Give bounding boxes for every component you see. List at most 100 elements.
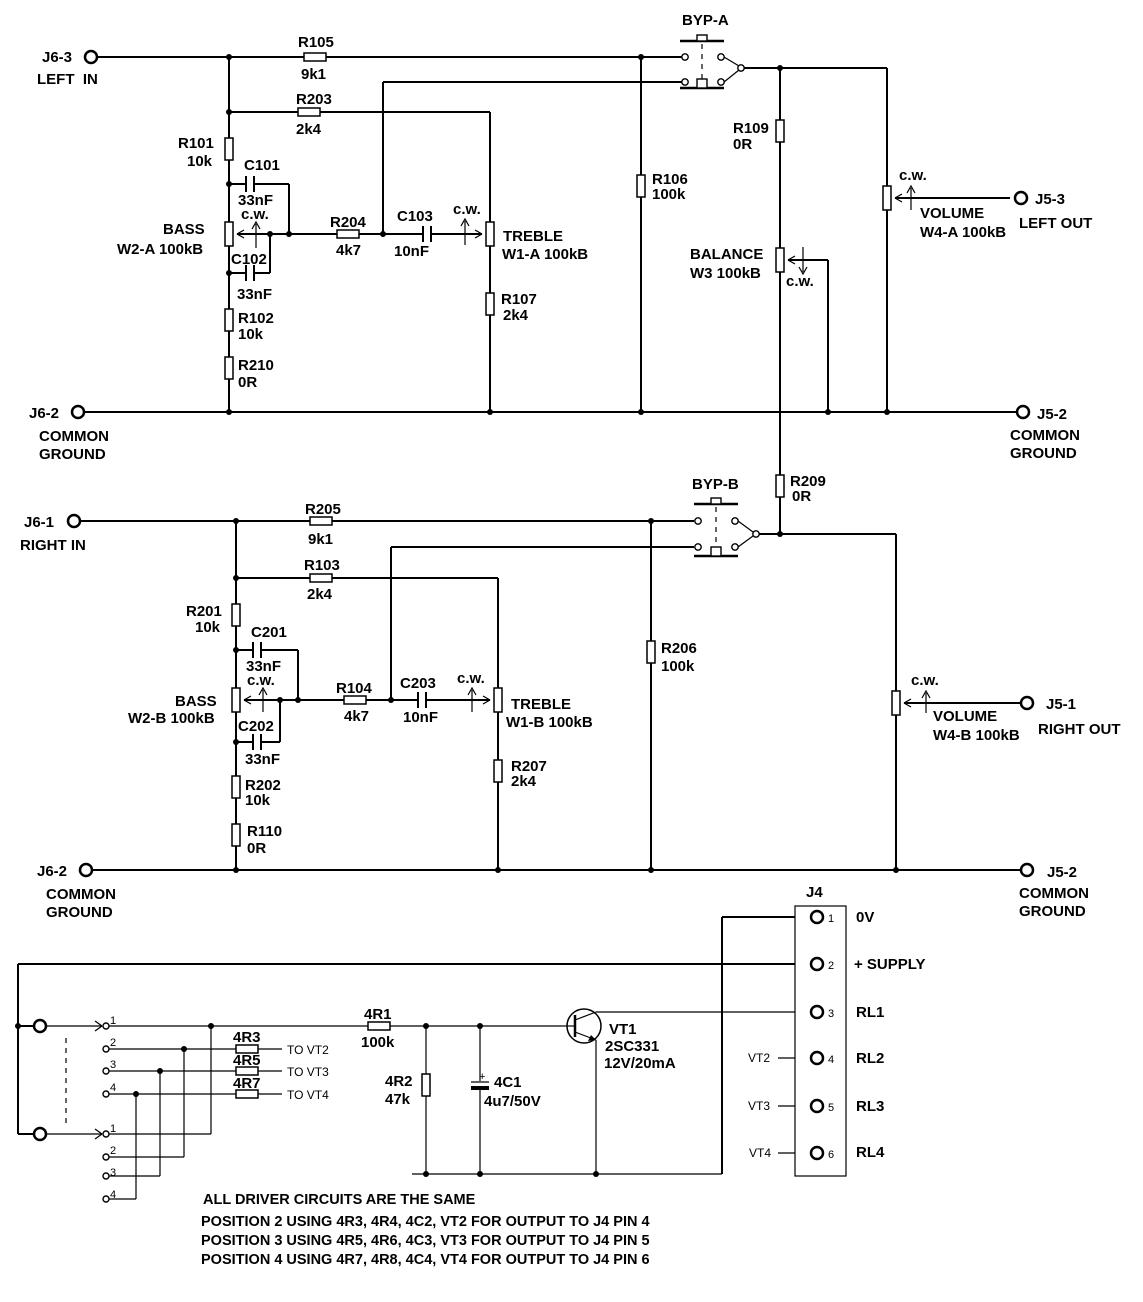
r4r5-ref: 4R5: [233, 1052, 261, 1069]
bass-a-pot-body: [224, 221, 234, 247]
j4-connector-body: [794, 905, 847, 1177]
r205-body: [309, 516, 333, 526]
j4-pin-label: + SUPPLY: [854, 956, 926, 973]
bass-b-pot-body: [231, 687, 241, 713]
treble-b-pot-body: [493, 687, 503, 713]
r4r5-body: [235, 1066, 259, 1076]
r104-value: 4k7: [344, 708, 369, 725]
j4-pin-label: RL2: [856, 1050, 884, 1067]
j6-2-top-line1: COMMON: [39, 428, 109, 445]
treble-b-ref: TREBLE: [511, 696, 571, 713]
r203-body: [297, 107, 321, 117]
r4r1-value: 100k: [361, 1034, 395, 1051]
r210-body: [224, 356, 234, 380]
j4-pin-num: 2: [828, 960, 834, 972]
r106-body: [636, 174, 646, 198]
r104-ref: R104: [336, 680, 373, 697]
r110-body: [231, 823, 241, 847]
j6-2-bot-line2: GROUND: [46, 904, 113, 921]
r209-value: 0R: [792, 488, 811, 505]
bass-a-ref: BASS: [163, 221, 205, 238]
j4-labels: J4 1 2 3 4 5 6 0V + SUPPLY RL1 RL2 RL3 R…: [748, 884, 926, 1161]
volume-a-value: W4-A 100kB: [920, 224, 1006, 241]
r4r2-ref: 4R2: [385, 1073, 413, 1090]
j5-3-name: LEFT OUT: [1019, 215, 1092, 232]
vt1-part: 2SC331: [605, 1038, 659, 1055]
j4-pin-source: VT2: [748, 1051, 770, 1065]
j6-2-top-ref: J6-2: [29, 405, 59, 422]
r206-body: [646, 640, 656, 664]
treble-b-value: W1-B 100kB: [506, 714, 593, 731]
j4-pin-label: RL1: [856, 1004, 884, 1021]
balance-ref: BALANCE: [690, 246, 763, 263]
r105-value: 9k1: [301, 66, 326, 83]
r103-value: 2k4: [307, 586, 333, 603]
r102-ref: R102: [238, 310, 274, 327]
pos-label: 3: [110, 1059, 116, 1071]
jack-terminals[interactable]: [66, 49, 1035, 878]
pos-label: 4: [110, 1189, 116, 1201]
volume-b-pot-body: [891, 690, 901, 716]
j5-2-bot-ref: J5-2: [1047, 864, 1077, 881]
byp-b-ref: BYP-B: [692, 476, 739, 493]
j4-pin-num: 1: [828, 913, 834, 925]
byp-b-switch[interactable]: [694, 497, 760, 558]
j4-pin-source: VT3: [748, 1099, 770, 1113]
byp-a-switch[interactable]: [680, 34, 745, 90]
r107-body: [485, 292, 495, 316]
j5-1-name: RIGHT OUT: [1038, 721, 1121, 738]
j6-2-bot-line1: COMMON: [46, 886, 116, 903]
j4-pin-source: VT4: [749, 1146, 771, 1160]
capacitors: [245, 176, 490, 1090]
r106-ref: R106: [652, 171, 688, 188]
r202-ref: R202: [245, 777, 281, 794]
r203-ref: R203: [296, 91, 332, 108]
j4-pin-terminals[interactable]: [809, 909, 825, 1161]
volume-a-pot-body: [882, 185, 892, 211]
bass-b-value: W2-B 100kB: [128, 710, 215, 727]
r210-value: 0R: [238, 374, 257, 391]
wires-left-channel: [84, 56, 1017, 534]
note-line: ALL DRIVER CIRCUITS ARE THE SAME: [203, 1192, 476, 1208]
r4r1-ref: 4R1: [364, 1006, 392, 1023]
r202-body: [231, 775, 241, 799]
r102-value: 10k: [238, 326, 264, 343]
volume-a-ref: VOLUME: [920, 205, 984, 222]
r207-ref: R207: [511, 758, 547, 775]
j4-pin-num: 6: [828, 1149, 834, 1161]
r4r1-body: [367, 1021, 391, 1031]
byp-a-ref: BYP-A: [682, 12, 729, 29]
pos-label: 1: [110, 1123, 116, 1135]
junction-dots: [15, 54, 899, 1177]
j6-2-top-line2: GROUND: [39, 446, 106, 463]
bass-a-value: W2-A 100kB: [117, 241, 203, 258]
j4-pin-num: 4: [828, 1054, 834, 1066]
r110-value: 0R: [247, 840, 266, 857]
r205-value: 9k1: [308, 531, 333, 548]
cw-bass-a: c.w.: [241, 206, 269, 223]
c202-value: 33nF: [245, 751, 280, 768]
r105-ref: R105: [298, 34, 334, 51]
connector-labels: J6-3 LEFT IN J6-2 COMMON GROUND J5-3 LEF…: [20, 49, 1121, 921]
rotary-switch[interactable]: [32, 1018, 110, 1203]
j6-3-ref: J6-3: [42, 49, 72, 66]
r4r7-body: [235, 1089, 259, 1099]
r201-body: [231, 603, 241, 627]
r201-value: 10k: [195, 619, 221, 636]
r204-value: 4k7: [336, 242, 361, 259]
c201-value: 33nF: [246, 658, 281, 675]
j4-pin-label: RL3: [856, 1098, 884, 1115]
c4c1-value: 4u7/50V: [484, 1093, 541, 1110]
j5-3-ref: J5-3: [1035, 191, 1065, 208]
cw-volume-a: c.w.: [899, 167, 927, 184]
r106-value: 100k: [652, 186, 686, 203]
pot-wipers: [236, 193, 912, 708]
cw-balance: c.w.: [786, 273, 814, 290]
r209-ref: R209: [790, 473, 826, 490]
r110-ref: R110: [247, 823, 282, 840]
c201-ref: C201: [251, 624, 287, 641]
volume-b-value: W4-B 100kB: [933, 727, 1020, 744]
balance-value: W3 100kB: [690, 265, 761, 282]
r4r5-to: TO VT3: [287, 1065, 329, 1079]
